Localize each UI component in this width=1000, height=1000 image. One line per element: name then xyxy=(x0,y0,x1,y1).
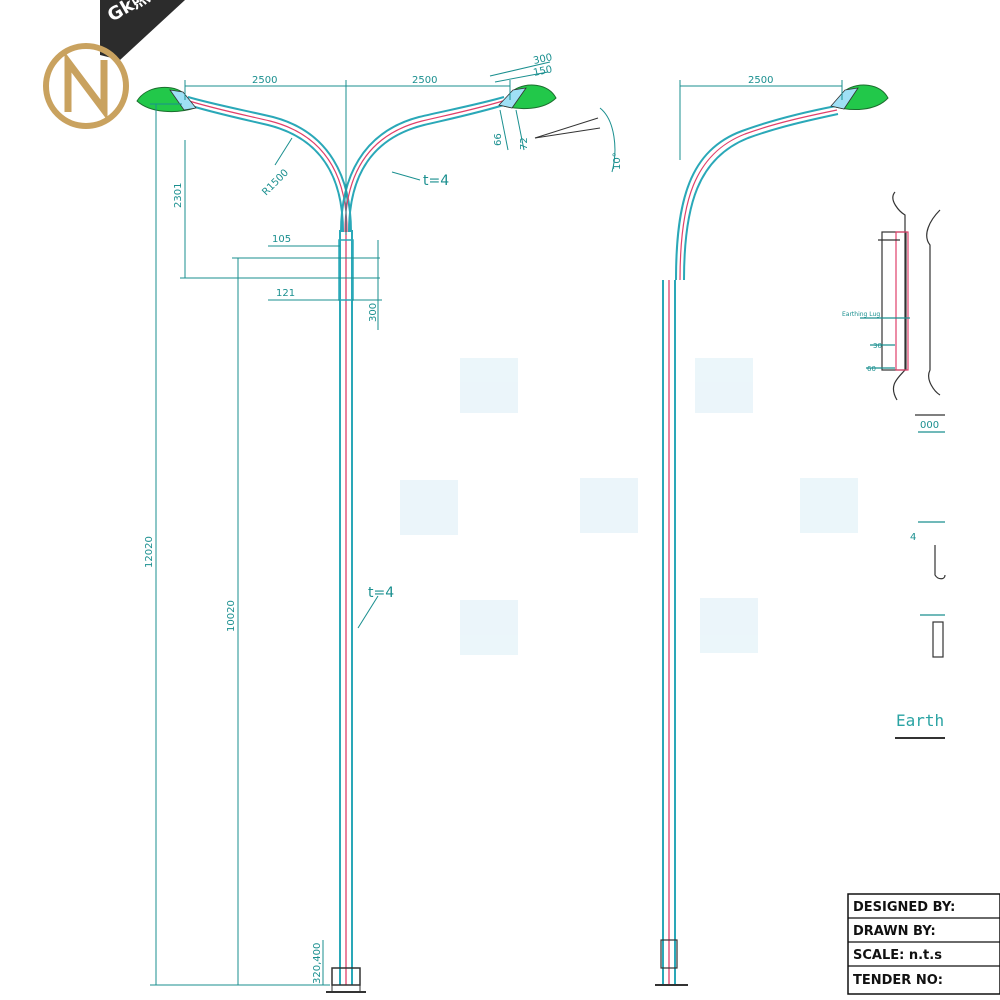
dimension-lines-double xyxy=(150,61,551,986)
dim-arm-rise: 2301 xyxy=(173,183,184,208)
drawn-by-label: DRAWN BY: xyxy=(853,924,936,939)
earthing-lug-label: Earthing Lug xyxy=(842,311,880,318)
scale-label: SCALE: n.t.s xyxy=(853,948,942,963)
dim-base: 320,400 xyxy=(312,943,323,984)
dim-tilt-angle: 10° xyxy=(612,152,623,170)
dim-total-height: 12020 xyxy=(144,536,155,568)
dim-pole-height: 10020 xyxy=(226,600,237,632)
dim-lamp-offset-b: 150 xyxy=(532,64,553,79)
dim-joint-diameter: 121 xyxy=(276,288,295,299)
dim-left-arm-span: 2500 xyxy=(252,75,277,86)
faint-background-marks xyxy=(400,358,858,655)
detail-dim-b: 60 xyxy=(867,365,876,373)
lamp-head-right xyxy=(498,84,557,110)
dim-lamp-height: 66 xyxy=(493,133,504,146)
detail-dim-c: 000 xyxy=(920,420,939,431)
detail-dim-d: 4 xyxy=(910,532,916,543)
dim-right-arm-span: 2500 xyxy=(412,75,437,86)
tender-no-label: TENDER NO: xyxy=(853,973,943,988)
dim-joint-length: 300 xyxy=(368,303,379,322)
dimension-lines-single xyxy=(679,80,843,160)
dim-arm-wall: t=4 xyxy=(423,173,449,189)
dim-pole-wall: t=4 xyxy=(368,585,394,601)
detail-dim-a: 30 xyxy=(873,342,882,350)
watermark-corner: Gk照明 xyxy=(100,0,185,60)
dim-lamp-offset-a: 300 xyxy=(532,52,553,67)
door-detail xyxy=(860,191,946,739)
dim-arm-radius: R1500 xyxy=(260,167,291,198)
double-arm-pole xyxy=(184,96,508,993)
single-arm-pole xyxy=(655,105,839,986)
dim-single-arm-span: 2500 xyxy=(748,75,773,86)
tilt-angle-marker xyxy=(534,107,616,173)
lamp-head-single xyxy=(830,84,889,111)
earth-section-title: Earth xyxy=(896,711,944,730)
dim-top-diameter: 105 xyxy=(272,234,291,245)
dim-lamp-drop: 72 xyxy=(519,137,530,150)
company-logo xyxy=(43,43,129,129)
lamp-head-left xyxy=(136,86,197,113)
designed-by-label: DESIGNED BY: xyxy=(853,900,955,915)
title-block: DESIGNED BY: DRAWN BY: SCALE: n.t.s TEND… xyxy=(847,893,1000,995)
